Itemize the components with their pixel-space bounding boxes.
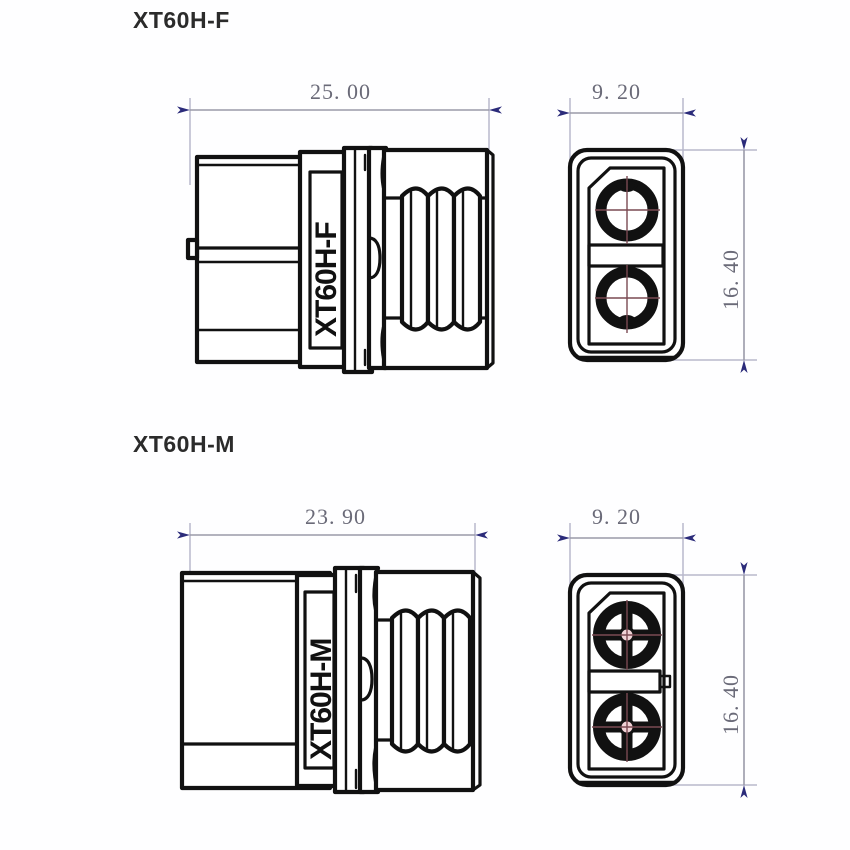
female-rear-housing (194, 154, 310, 365)
dimension-value-female-length: 25. 00 (310, 79, 371, 104)
dimension-value-female-height: 16. 40 (718, 249, 743, 310)
female-keying-slot (587, 243, 665, 268)
dimension-value-male-length: 23. 90 (305, 504, 366, 529)
male-rib-pack (389, 608, 473, 754)
male-front-cavity (587, 591, 666, 771)
female-flange (341, 145, 375, 375)
dimension-female-width: 9. 20 (557, 79, 696, 165)
dimension-male-height: 16. 40 (672, 562, 757, 798)
male-inner-detail (359, 656, 374, 702)
dimension-value-female-width: 9. 20 (592, 79, 641, 104)
female-body-marking: XT60H-F (310, 222, 343, 337)
dimension-value-male-height: 16. 40 (718, 674, 743, 735)
female-side-view: XT60H-F (185, 145, 495, 375)
female-front-inner-shell (576, 156, 677, 354)
male-front-inner-shell (576, 581, 677, 779)
dimension-value-male-width: 9. 20 (592, 504, 641, 529)
dimension-male-width: 9. 20 (557, 504, 696, 590)
view-male: 23. 90 (177, 504, 757, 798)
male-front-view (567, 572, 686, 788)
view-female: 25. 00 (177, 79, 757, 375)
female-rib-pack (399, 186, 483, 332)
dimension-male-length: 23. 90 (177, 504, 488, 585)
female-front-view (567, 147, 686, 363)
female-centermarks (595, 176, 660, 333)
page-title-female: XT60H-F (133, 7, 230, 33)
page-title-male: XT60H-M (133, 431, 235, 457)
dimension-female-length: 25. 00 (177, 79, 502, 185)
male-body-marking: XT60H-M (305, 639, 338, 760)
female-inner-detail (367, 236, 382, 280)
female-rear-tab (185, 237, 200, 261)
dimension-female-height: 16. 40 (672, 137, 757, 373)
male-centermarks (592, 600, 662, 762)
male-keying-slot (587, 669, 672, 694)
male-side-view: XT60H-M (179, 565, 482, 795)
